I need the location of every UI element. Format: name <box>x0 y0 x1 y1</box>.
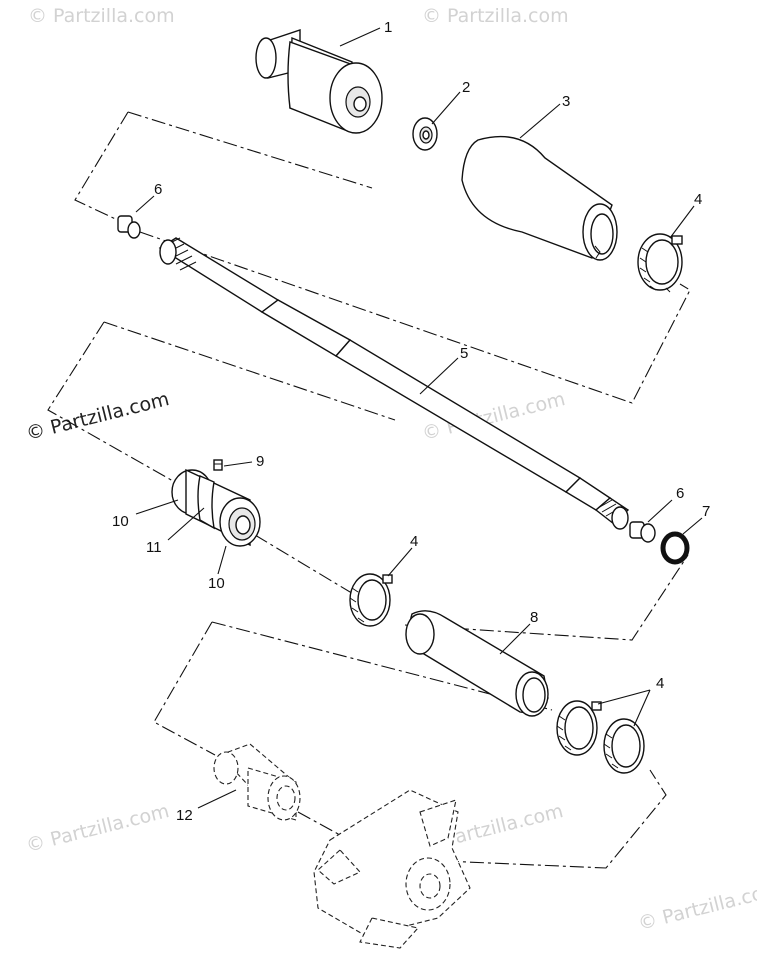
part-4-clamp-lower-a[interactable] <box>556 700 602 756</box>
callout-3: 3 <box>562 93 570 110</box>
callout-7: 7 <box>702 503 710 520</box>
part-4-clamp-lower-b[interactable] <box>603 718 645 774</box>
callout-8: 8 <box>530 609 538 626</box>
part-6-pin-lower[interactable] <box>629 521 656 543</box>
watermark: © Partzilla.com <box>422 5 569 27</box>
callout-9: 9 <box>256 453 264 470</box>
callout-2: 2 <box>462 79 470 96</box>
callout-10-bottom: 10 <box>208 575 225 592</box>
callout-5: 5 <box>460 345 468 362</box>
impeller-phantom <box>313 789 471 949</box>
callout-6-lower: 6 <box>676 485 684 502</box>
callout-12: 12 <box>176 807 193 824</box>
part-4-clamp-middle[interactable] <box>349 573 393 627</box>
callout-labels: 1 2 3 4 5 6 6 7 4 8 4 9 10 11 10 12 <box>112 19 710 824</box>
part-7-o-ring[interactable] <box>660 531 690 565</box>
callout-4-upper: 4 <box>694 191 702 208</box>
alignment-line-upper-top <box>127 111 373 189</box>
part-2-washer[interactable] <box>412 117 438 151</box>
part-8-tube[interactable] <box>405 610 549 717</box>
callout-10-left: 10 <box>112 513 129 530</box>
leader-lines <box>135 27 703 809</box>
alignment-line-lower-top <box>211 621 553 711</box>
callout-4-middle: 4 <box>410 533 418 550</box>
alignment-line-lower <box>153 621 667 869</box>
alignment-line-middle-top <box>103 321 396 421</box>
alignment-line-middle <box>47 321 689 641</box>
part-9-set-screw[interactable] <box>213 459 223 471</box>
part-6-pin-upper[interactable] <box>117 215 141 239</box>
watermark: © Partzilla.com <box>24 388 172 445</box>
callout-4-lower: 4 <box>656 675 664 692</box>
watermark: © Partzilla.com <box>24 800 172 857</box>
callout-11: 11 <box>146 539 162 556</box>
part-10-coupler[interactable] <box>171 468 261 547</box>
part-1-damper[interactable] <box>255 29 383 134</box>
watermark: © Partzilla.com <box>636 878 757 935</box>
part-5-drive-shaft[interactable] <box>158 237 630 530</box>
alignment-line-upper <box>74 111 691 404</box>
callout-6-upper: 6 <box>154 181 162 198</box>
watermark: © Partzilla.com <box>28 5 175 27</box>
part-3-boot[interactable] <box>461 135 618 261</box>
part-4-clamp-upper[interactable] <box>637 233 683 293</box>
callout-1: 1 <box>384 19 392 36</box>
part-12-bushing[interactable] <box>213 743 301 821</box>
